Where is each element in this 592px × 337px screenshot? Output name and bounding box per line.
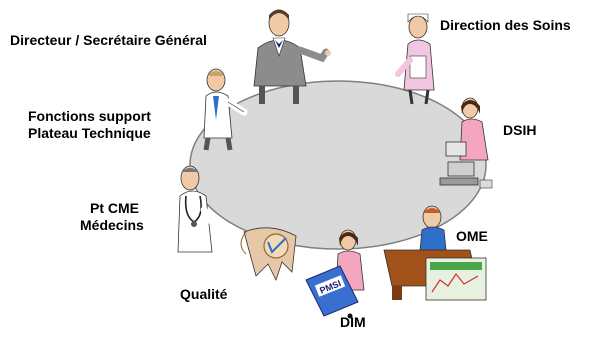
label-support-line1: Fonctions support xyxy=(28,108,151,124)
dsih-figure xyxy=(439,97,493,189)
nurse-figure xyxy=(395,13,435,105)
label-cme: Pt CME Médecins xyxy=(80,200,144,234)
label-dim: DIM xyxy=(340,314,366,330)
label-dsih: DSIH xyxy=(503,122,537,138)
ome-figure xyxy=(383,205,487,301)
label-fonctions-support: Fonctions support Plateau Technique xyxy=(28,108,151,142)
label-support-line2: Plateau Technique xyxy=(28,125,151,141)
label-ome: OME xyxy=(456,228,488,244)
cme-figure xyxy=(177,165,220,253)
label-direction-soins: Direction des Soins xyxy=(440,17,571,33)
director-figure xyxy=(253,9,331,104)
label-directeur: Directeur / Secrétaire Général xyxy=(10,32,207,48)
label-cme-line1: Pt CME xyxy=(90,200,139,216)
dim-figure: PMSI xyxy=(305,229,365,319)
meeting-table xyxy=(189,80,487,250)
label-cme-line2: Médecins xyxy=(80,217,144,233)
label-qualite: Qualité xyxy=(180,286,228,302)
support-figure xyxy=(203,68,248,151)
qualite-figure xyxy=(240,227,297,282)
